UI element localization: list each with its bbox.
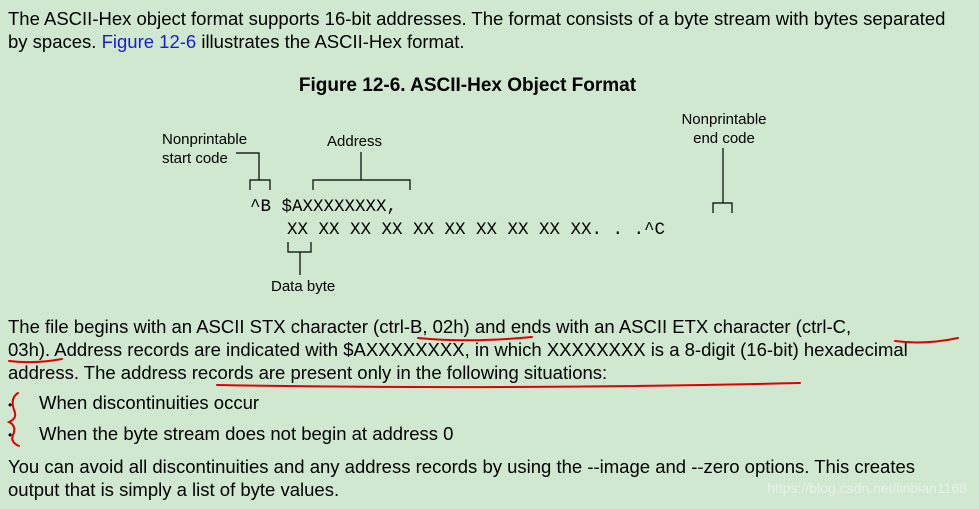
label-address: Address — [327, 133, 383, 150]
label-start-line1: Nonprintable — [162, 131, 248, 148]
label-end-line2: end code — [693, 130, 755, 147]
p2-colon: : — [602, 362, 608, 383]
format-line-2: XX XX XX XX XX XX XX XX XX XX. . .^C — [287, 220, 666, 240]
figure-link[interactable]: Figure 12-6 — [101, 31, 197, 52]
label-start-line2: start code — [162, 150, 228, 167]
figure-title: Figure 12-6. ASCII-Hex Object Format — [298, 75, 637, 96]
bullet-item-1: When discontinuities occur — [39, 392, 260, 413]
bullet-dot: • — [8, 398, 13, 412]
label-end-line1: Nonprintable — [681, 111, 767, 128]
intro-text: The ASCII-Hex object format supports 16-… — [8, 8, 946, 52]
intro-text-end: illustrates the ASCII-Hex format. — [196, 31, 465, 52]
watermark: https://blog.csdn.net/linbian1168 — [767, 480, 967, 496]
bullet-dot: • — [8, 428, 13, 442]
label-start-code: Nonprintable start code — [162, 130, 247, 168]
address-records-sentence: The address records are present only in … — [83, 362, 603, 383]
label-data-byte: Data byte — [271, 278, 336, 295]
ctrl-b-text: (ctrl-B, 02h) — [373, 316, 470, 337]
p2-text-f: Address records are indicated with $AXXX… — [8, 339, 908, 383]
ctrl-c-text: (ctrl-C, — [795, 316, 852, 337]
label-end-code: Nonprintable end code — [678, 110, 770, 148]
p2-text-a: The file begins with an ASCII STX charac… — [8, 316, 374, 337]
intro-paragraph: The ASCII-Hex object format supports 16-… — [8, 7, 970, 53]
format-line-1: ^B $AXXXXXXXX, — [250, 197, 398, 217]
bullet-item-2: When the byte stream does not begin at a… — [39, 423, 454, 444]
avoid-paragraph: You can avoid all discontinuities and an… — [8, 456, 916, 500]
stx-etx-paragraph: The file begins with an ASCII STX charac… — [8, 315, 970, 384]
p2-text-c: and ends with an ASCII ETX character — [469, 316, 796, 337]
hex-03h-text: 03h). — [8, 339, 51, 360]
